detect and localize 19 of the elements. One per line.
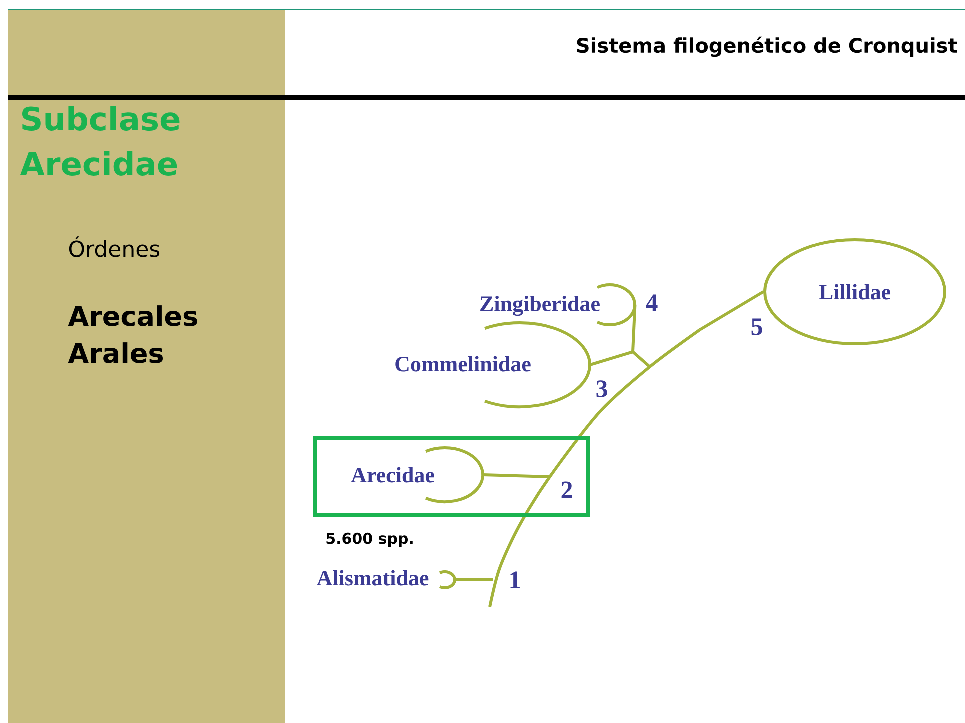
branch-number: 5 — [752, 318, 762, 336]
branch-number: 2 — [562, 482, 572, 498]
list-heading: Órdenes — [69, 236, 160, 258]
branch-line — [632, 304, 637, 352]
branch-number: 1 — [510, 572, 520, 588]
order-name: Arales — [68, 342, 163, 364]
branch-line — [699, 290, 764, 332]
branch-line — [590, 350, 634, 366]
branch-number: 4 — [646, 294, 658, 312]
branch-number: 3 — [596, 380, 608, 398]
heading: Subclase Arecidae — [20, 106, 180, 176]
species-count: 5.600 spp. — [326, 532, 413, 548]
subclass-loop: Arecidae — [351, 446, 484, 504]
branch-line — [455, 578, 493, 582]
branch-line — [483, 474, 550, 478]
subclass-loop: Alismatidae — [317, 570, 456, 590]
highlight-box — [313, 436, 590, 517]
title: Sistema filogenético de Cronquist — [577, 36, 958, 58]
order-name: Arecales — [68, 306, 198, 326]
